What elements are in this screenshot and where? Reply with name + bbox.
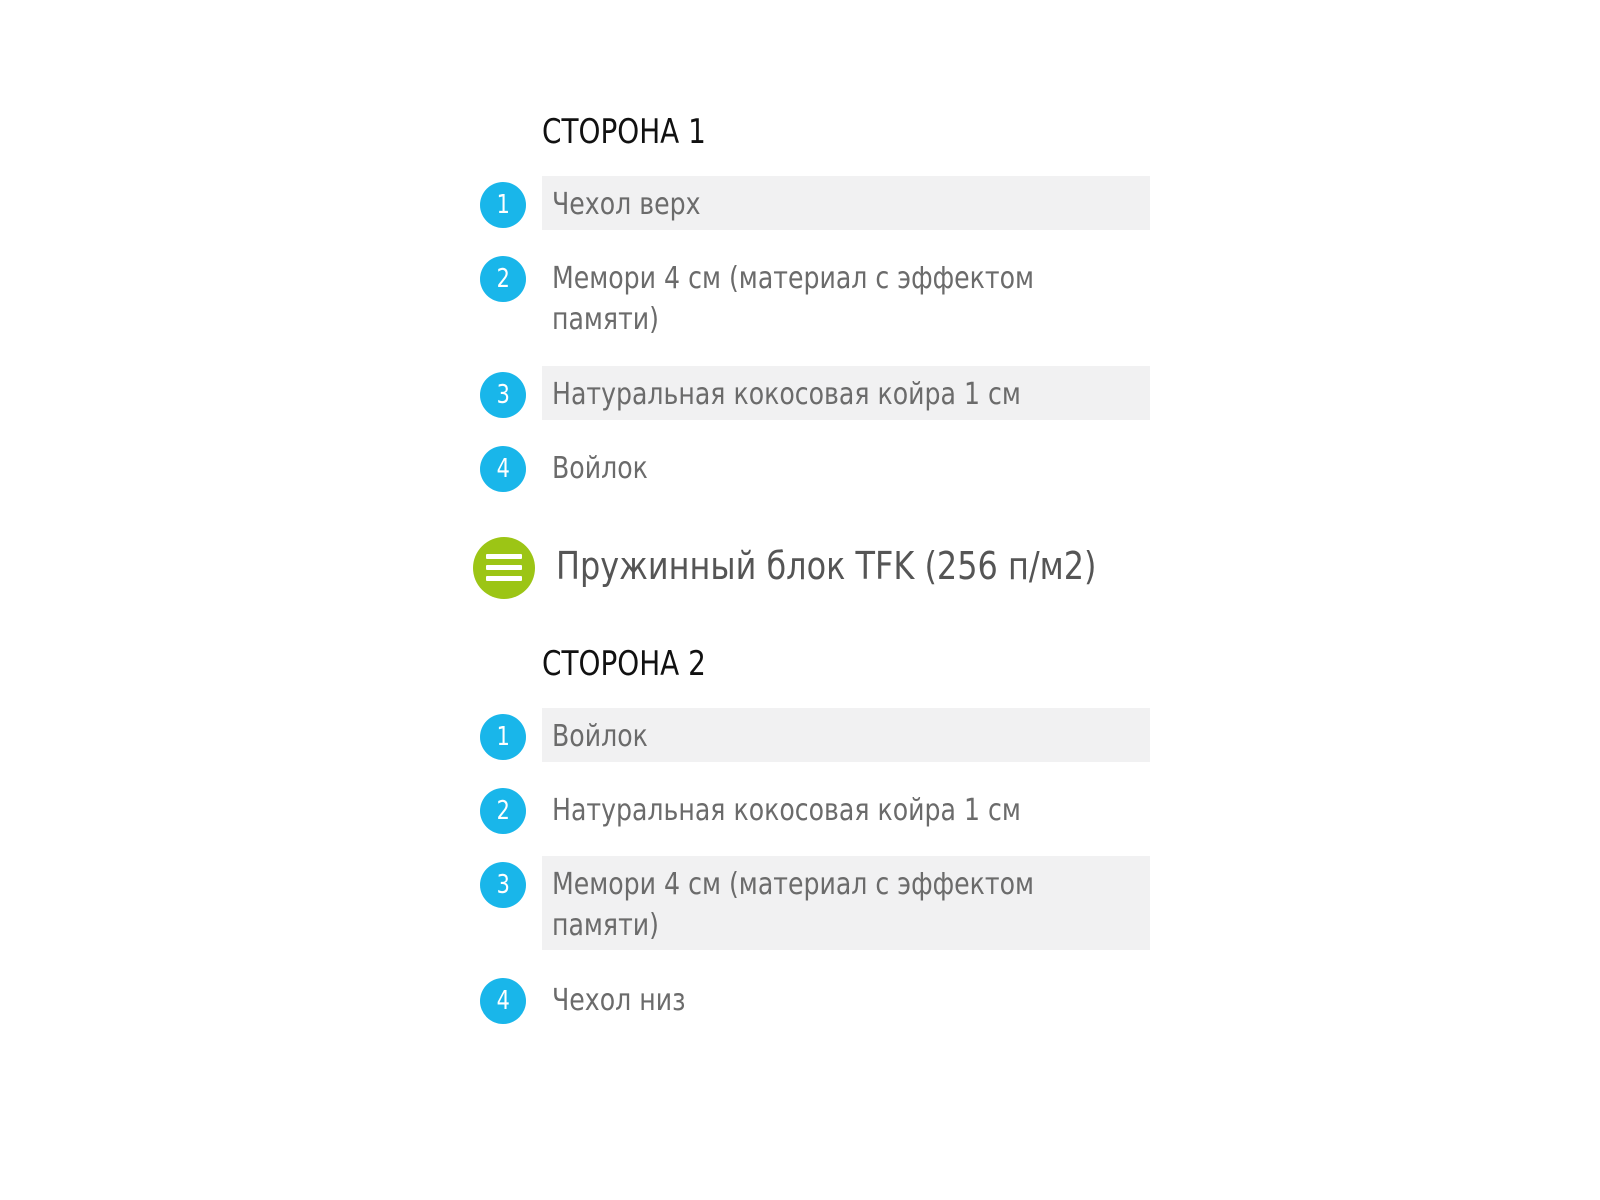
side1-layer-1-number-badge: 1 xyxy=(480,182,526,228)
side2-layer-2-number-badge: 2 xyxy=(480,788,526,834)
spring-block-label: Пружинный блок TFK (256 п/м2) xyxy=(556,544,1097,588)
side2-layer-2: Натуральная кокосовая койра 1 см xyxy=(542,782,1150,836)
side2-layer-4-number-badge: 4 xyxy=(480,978,526,1024)
side1-layer-2-label: Мемори 4 см (материал с эффектом памяти) xyxy=(552,261,1035,337)
side2-layer-4: Чехол низ xyxy=(542,972,1150,1026)
side2-layer-1: Войлок xyxy=(542,708,1150,762)
side2-layer-4-label: Чехол низ xyxy=(552,983,686,1018)
side1-layer-2: Мемори 4 см (материал с эффектом памяти) xyxy=(542,250,1150,344)
side1-layer-1: Чехол верх xyxy=(542,176,1150,230)
side1-layer-3: Натуральная кокосовая койра 1 см xyxy=(542,366,1150,420)
side1-layer-2-number-badge: 2 xyxy=(480,256,526,302)
side2-layer-1-label: Войлок xyxy=(552,719,648,754)
side2-heading: СТОРОНА 2 xyxy=(542,644,706,684)
side1-layer-4-label: Войлок xyxy=(552,451,648,486)
side1-layer-3-label: Натуральная кокосовая койра 1 см xyxy=(552,377,1021,412)
spring-block-icon xyxy=(473,537,535,599)
side1-layer-4-number-badge: 4 xyxy=(480,446,526,492)
side1-layer-3-number-badge: 3 xyxy=(480,372,526,418)
side1-heading: СТОРОНА 1 xyxy=(542,112,706,152)
side2-layer-3-label: Мемори 4 см (материал с эффектом памяти) xyxy=(552,867,1035,943)
side2-layer-1-number-badge: 1 xyxy=(480,714,526,760)
side1-layer-1-label: Чехол верх xyxy=(552,187,701,222)
side1-layer-4: Войлок xyxy=(542,440,1150,494)
side2-layer-3: Мемори 4 см (материал с эффектом памяти) xyxy=(542,856,1150,950)
side2-layer-3-number-badge: 3 xyxy=(480,862,526,908)
side2-layer-2-label: Натуральная кокосовая койра 1 см xyxy=(552,793,1021,828)
